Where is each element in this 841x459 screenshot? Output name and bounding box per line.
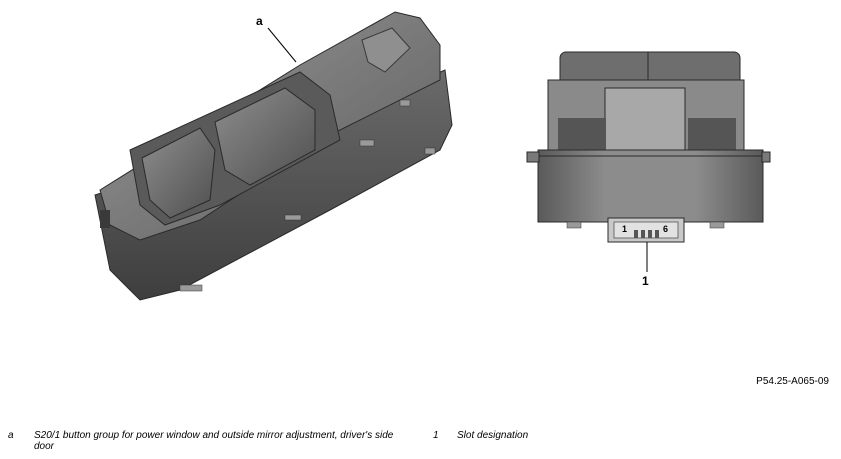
button-group-perspective-view (94, 11, 453, 301)
button-group-rear-view (526, 51, 771, 272)
callout-a-leader (267, 27, 297, 63)
connector-pins (634, 230, 659, 238)
legend-text-a: S20/1 button group for power window and … (34, 430, 394, 452)
callout-1-label: 1 (642, 274, 649, 288)
legend-key-a: a (8, 430, 14, 441)
legend-key-1: 1 (433, 430, 439, 441)
callout-a-label: a (256, 14, 263, 28)
connector-pin-first-label: 1 (622, 224, 627, 234)
connector-pin-last-label: 6 (663, 224, 668, 234)
figure-reference-code: P54.25-A065-09 (756, 376, 829, 387)
component-illustration: 1 6 (94, 11, 771, 301)
legend-text-1: Slot designation (457, 430, 529, 441)
